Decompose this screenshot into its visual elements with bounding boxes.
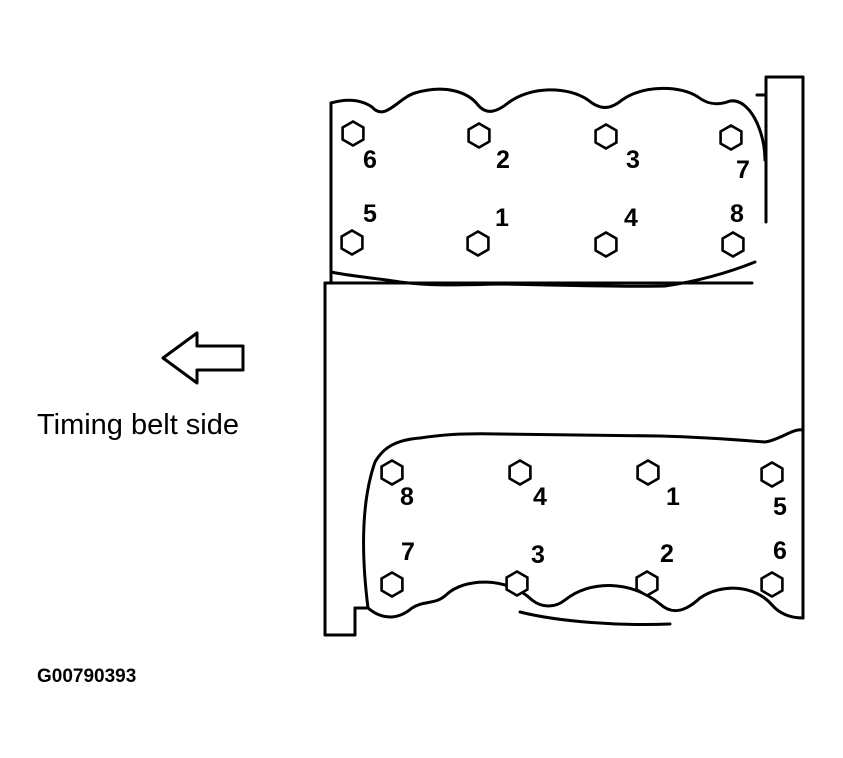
bolt-number: 7 (736, 156, 750, 184)
hex-bolt-icon: 2 (635, 540, 674, 598)
bolt-number: 2 (660, 540, 674, 568)
bolt-number: 4 (624, 204, 638, 232)
hex-bolt-icon: 2 (467, 121, 510, 174)
bolt-number: 3 (626, 146, 640, 174)
bolt-number: 8 (400, 483, 414, 511)
hex-bolt-icon: 4 (594, 204, 638, 259)
hex-bolt-icon: 1 (636, 458, 680, 511)
upper-head-bolts: 6 2 3 7 5 1 4 8 (340, 119, 750, 259)
bolt-number: 6 (363, 146, 377, 174)
bolt-number: 7 (401, 538, 415, 566)
hex-bolt-icon: 6 (341, 119, 377, 174)
hex-bolt-icon: 7 (719, 123, 750, 184)
upper-cylinder-head (329, 86, 767, 288)
bolt-number: 3 (531, 541, 545, 569)
bolt-number: 1 (495, 204, 509, 232)
direction-label: Timing belt side (37, 409, 239, 441)
hex-bolt-icon: 5 (760, 460, 787, 521)
bolt-number: 2 (496, 146, 510, 174)
hex-bolt-icon: 8 (380, 458, 414, 511)
bolt-number: 4 (533, 483, 547, 511)
hex-bolt-icon: 7 (380, 538, 415, 599)
hex-bolt-icon: 8 (721, 200, 745, 259)
hex-bolt-icon: 6 (760, 537, 787, 599)
bolt-number: 6 (773, 537, 787, 565)
left-arrow-icon (161, 331, 245, 385)
engine-block-outline (323, 75, 805, 637)
bolt-number: 8 (730, 200, 744, 228)
bolt-number: 1 (666, 483, 680, 511)
hex-bolt-icon: 1 (466, 204, 509, 258)
lower-head-bolts: 8 4 1 5 7 3 2 6 (380, 458, 787, 599)
hex-bolt-icon: 3 (505, 541, 545, 598)
hex-bolt-icon: 4 (508, 458, 547, 511)
bolt-number: 5 (363, 200, 377, 228)
hex-bolt-icon: 5 (340, 200, 377, 257)
hex-bolt-icon: 3 (594, 122, 640, 174)
figure-id: G00790393 (37, 666, 136, 687)
lower-cylinder-head (353, 428, 805, 626)
bolt-number: 5 (773, 493, 787, 521)
